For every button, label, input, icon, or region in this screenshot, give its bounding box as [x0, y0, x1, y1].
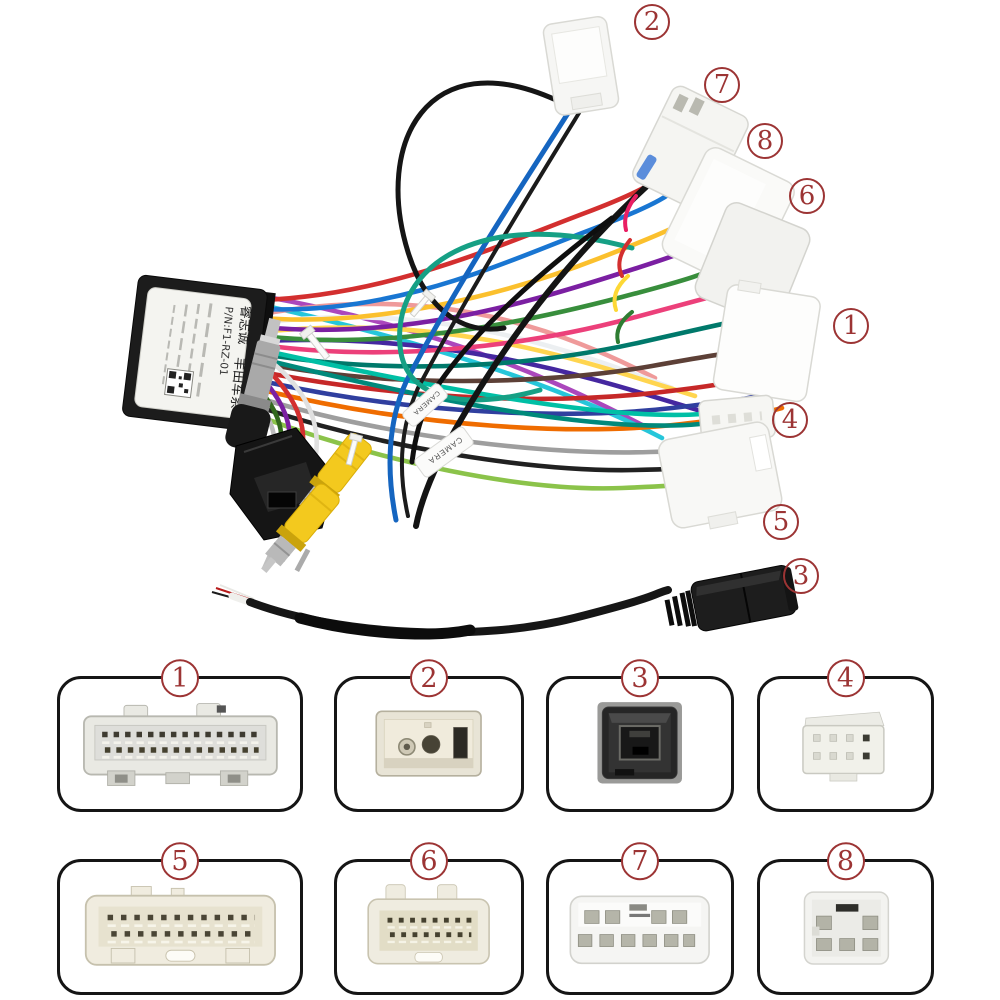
connector-1-photo	[82, 703, 278, 787]
connector-4-photo	[802, 712, 885, 782]
callout-2: 2	[634, 4, 670, 40]
legend-cell-1: 1	[57, 659, 303, 812]
callout-3: 3	[783, 558, 819, 594]
legend-badge-7: 7	[621, 842, 659, 881]
legend-cell-2: 2	[334, 659, 524, 812]
qr-code	[164, 368, 195, 399]
label-brand: 睿志诚	[235, 305, 253, 345]
zip-ties	[298, 288, 437, 466]
connector-2-plug	[542, 15, 620, 116]
legend-badge-1: 1	[161, 659, 199, 698]
legend-badge-2: 2	[410, 659, 448, 698]
wire-stubs	[612, 194, 638, 344]
antenna-plug	[225, 317, 281, 453]
wire-loops	[387, 80, 635, 523]
connector-7-photo	[569, 895, 711, 965]
connector-1-plug	[712, 279, 821, 403]
wiring-harness-photo: 睿志诚 丰田车系 P/N:F1-RZ-01	[122, 15, 821, 640]
legend-cell-6: 6	[334, 842, 524, 995]
camera-tag-2: CAMERA	[402, 383, 448, 427]
connector-3-photo	[597, 702, 683, 784]
canbus-box: 睿志诚 丰田车系 P/N:F1-RZ-01	[122, 274, 276, 433]
legend-cell-3: 3	[546, 659, 734, 812]
pigtail-plug	[664, 564, 799, 632]
connector-2-photo	[375, 710, 483, 778]
legend-cell-8: 8	[757, 842, 934, 995]
callout-5: 5	[763, 504, 799, 540]
legend-cell-7: 7	[546, 842, 734, 995]
legend-cell-5: 5	[57, 842, 303, 995]
callout-1: 1	[833, 308, 869, 344]
callout-7: 7	[704, 67, 740, 103]
connector-6-photo	[367, 884, 491, 965]
callout-6: 6	[789, 178, 825, 214]
legend-badge-4: 4	[826, 659, 865, 698]
connector-8-photo	[803, 891, 889, 966]
rca-plug-video-2	[261, 483, 340, 573]
legend-badge-3: 3	[621, 659, 659, 698]
callout-4: 4	[772, 402, 808, 438]
legend-badge-8: 8	[826, 842, 865, 881]
power-pigtail	[211, 564, 799, 640]
connector-5-photo	[84, 886, 276, 967]
callout-8: 8	[747, 123, 783, 159]
connector-5-plug	[657, 421, 783, 530]
legend-badge-5: 5	[161, 842, 199, 881]
legend-cell-4: 4	[757, 659, 934, 812]
camera-cables	[409, 182, 651, 529]
legend-badge-6: 6	[410, 842, 448, 881]
blue-wire-tip	[636, 154, 657, 180]
